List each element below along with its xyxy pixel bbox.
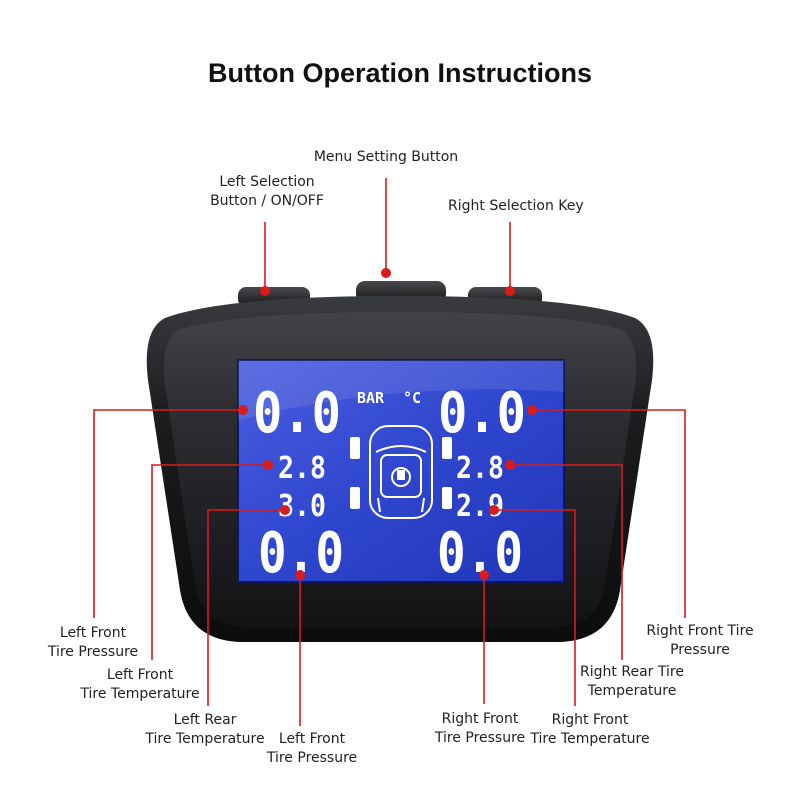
right-front-pressure-readout: 0.0: [438, 381, 526, 446]
page-title: Button Operation Instructions: [208, 58, 592, 88]
unit-celsius: °C: [403, 389, 421, 407]
label-left-selection-button: Left Selection Button / ON/OFF: [210, 174, 324, 209]
left-front-pressure-readout: 0.0: [253, 381, 341, 446]
label-right-front-tire-pressure-top: Right Front Tire Pressure: [646, 623, 754, 658]
label-right-selection-key: Right Selection Key: [448, 198, 584, 214]
label-left-front-tire-pressure-bottom: Left Front Tire Pressure: [266, 731, 358, 766]
right-rear-temperature-readout: 2.8: [456, 451, 504, 486]
label-left-front-tire-pressure-top: Left Front Tire Pressure: [47, 625, 139, 660]
callout-dots: [238, 268, 537, 580]
tire-icons: [350, 437, 452, 509]
car-icon: [369, 425, 433, 519]
label-left-rear-tire-temperature: Left Rear Tire Temperature: [145, 712, 265, 747]
label-menu-setting-button: Menu Setting Button: [313, 149, 459, 165]
left-front-temperature-readout: 2.8: [278, 451, 326, 486]
label-left-front-tire-temperature: Left Front Tire Temperature: [80, 667, 200, 702]
label-right-front-tire-temperature: Right Front Tire Temperature: [530, 712, 650, 747]
callout-lines: [93, 178, 686, 726]
unit-bar: BAR: [357, 389, 385, 407]
label-right-rear-tire-temperature: Right Rear Tire Temperature: [580, 664, 684, 699]
label-right-front-tire-pressure-bottom: Right Front Tire Pressure: [434, 711, 526, 746]
